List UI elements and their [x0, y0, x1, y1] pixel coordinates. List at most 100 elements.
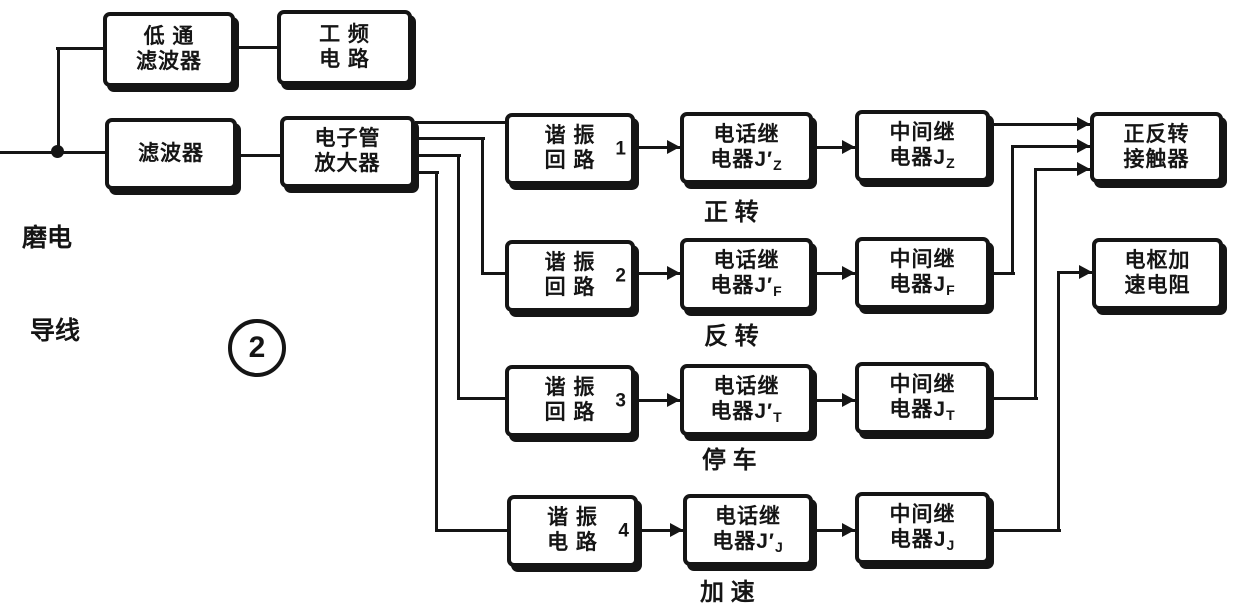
block-intermediate-relay-jt: 中间继 电器JT — [855, 362, 990, 434]
junction-dot — [51, 145, 64, 158]
block-telephone-relay-jt: 电话继 电器J′T — [680, 364, 813, 436]
block-label-line: 回 路 — [544, 149, 596, 172]
block-power-frequency-circuit: 工 频 电 路 — [277, 10, 412, 85]
block-label-line: 电器J′J — [712, 529, 784, 555]
block-label-line: 滤波器 — [138, 141, 204, 165]
wire-amp-to-resonant1 — [415, 121, 505, 124]
block-label-line: 速电阻 — [1124, 274, 1191, 297]
block-label-line: 低 通 — [143, 24, 195, 48]
wire-tel1-to-mid1 — [813, 146, 855, 149]
block-telephone-relay-jj: 电话继 电器J′J — [683, 494, 813, 566]
stage-label-accelerate: 加 速 — [700, 579, 755, 606]
block-vacuum-tube-amplifier: 电子管 放大器 — [280, 116, 415, 188]
wire-resonant3-to-tel3 — [635, 399, 680, 402]
block-label-line: 电器J′Z — [710, 147, 783, 173]
block-label-line: 谐 振 — [544, 251, 596, 275]
arrowhead-into-contactor-1 — [1077, 117, 1090, 131]
block-lowpass-filter: 低 通 滤波器 — [103, 12, 235, 87]
wire-resonant4-to-tel4 — [638, 529, 683, 532]
figure-number-circle: 2 — [228, 319, 286, 377]
wire-mid3-out — [990, 397, 1038, 400]
wire-lowpass-to-powerfreq — [235, 46, 277, 49]
wire-filter-to-amplifier — [237, 154, 280, 157]
arrowhead-into-mid4 — [842, 523, 855, 537]
block-label-line: 中间继 — [889, 372, 956, 396]
figure-number: 2 — [248, 331, 266, 364]
block-resonant-circuit-4: 谐 振 电 路 4 — [507, 495, 638, 567]
block-label-line: 电话继 — [713, 122, 780, 146]
wire-mid4-out — [990, 529, 1061, 532]
wire-resonant2-to-tel2 — [635, 272, 680, 275]
block-label-line: 中间继 — [889, 502, 956, 526]
block-number: 2 — [615, 265, 626, 287]
wire-mid3-to-contactor — [1035, 168, 1090, 171]
wire-mid2-out — [990, 272, 1015, 275]
arrowhead-into-tel4 — [670, 523, 683, 537]
wire-tel4-to-mid4 — [813, 529, 855, 532]
block-label-line: 中间继 — [889, 120, 956, 144]
block-label-line: 滤波器 — [136, 49, 202, 73]
block-label-line: 谐 振 — [544, 376, 596, 400]
block-label-line: 电子管 — [314, 127, 381, 151]
block-label-line: 电器JJ — [889, 527, 956, 553]
arrowhead-into-tel3 — [667, 393, 680, 407]
block-label-line: 电 路 — [319, 47, 370, 71]
block-label-line: 中间继 — [889, 247, 956, 271]
wire-mid2-to-contactor — [1012, 145, 1090, 148]
block-resonant-circuit-2: 谐 振 回 路 2 — [505, 240, 635, 312]
wire-amp-out4 — [415, 171, 439, 174]
arrowhead-into-mid1 — [842, 140, 855, 154]
wire-mid3-up — [1034, 168, 1037, 400]
block-label-line: 电器JF — [889, 272, 956, 298]
block-label-line: 电话继 — [715, 504, 781, 528]
wire-mid2-up — [1011, 145, 1014, 275]
block-filter: 滤波器 — [105, 118, 237, 190]
arrowhead-into-contactor-2 — [1077, 139, 1090, 153]
block-resonant-circuit-1: 谐 振 回 路 1 — [505, 113, 635, 185]
stage-label-stop: 停 车 — [702, 447, 757, 474]
wire-branch-to-lowpass — [56, 47, 103, 50]
wire-mid1-to-contactor — [990, 123, 1090, 126]
block-intermediate-relay-jz: 中间继 电器JZ — [855, 110, 990, 182]
arrowhead-into-mid2 — [842, 266, 855, 280]
block-label-line: 回 路 — [544, 401, 596, 424]
arrowhead-into-mid3 — [842, 393, 855, 407]
wire-amp-out2 — [415, 137, 485, 140]
block-label-line: 电话继 — [713, 249, 780, 273]
wire-amp-out2-down — [481, 137, 484, 275]
block-label-line: 电器JZ — [889, 145, 956, 171]
block-label-line: 谐 振 — [544, 124, 596, 148]
block-label-line: 工 频 — [319, 22, 370, 46]
block-telephone-relay-jz: 电话继 电器J′Z — [680, 112, 813, 184]
wire-mid4-to-resistor — [1058, 271, 1092, 274]
block-label-line: 谐 振 — [547, 506, 598, 530]
arrowhead-into-tel2 — [667, 266, 680, 280]
block-resonant-circuit-3: 谐 振 回 路 3 — [505, 365, 635, 437]
wire-amp-out3-down — [457, 154, 460, 400]
block-label-line: 电枢加 — [1124, 249, 1191, 273]
wire-mid4-up — [1057, 271, 1060, 532]
wire-amp-to-resonant4 — [436, 529, 507, 532]
input-source-label-line1: 磨电 — [22, 223, 73, 252]
wire-amp-out3 — [415, 154, 461, 157]
input-source-label: 磨电 导线 — [22, 160, 80, 410]
wire-amp-out4-down — [435, 171, 438, 532]
block-label-line: 电器JT — [889, 397, 956, 423]
block-intermediate-relay-jj: 中间继 电器JJ — [855, 492, 990, 564]
block-forward-reverse-contactor: 正反转 接触器 — [1090, 112, 1223, 183]
arrowhead-into-contactor-3 — [1077, 162, 1090, 176]
arrowhead-into-resistor — [1079, 265, 1092, 279]
wire-tel3-to-mid3 — [813, 399, 855, 402]
block-label-line: 回 路 — [544, 276, 596, 299]
block-label-line: 电话继 — [713, 374, 780, 398]
wire-input-branch-up — [57, 47, 60, 152]
block-label-line: 电 路 — [547, 531, 598, 554]
stage-label-forward: 正 转 — [704, 199, 759, 226]
block-intermediate-relay-jf: 中间继 电器JF — [855, 237, 990, 309]
block-label-line: 正反转 — [1123, 122, 1190, 146]
block-number: 3 — [615, 390, 626, 412]
block-number: 1 — [615, 138, 626, 160]
stage-label-reverse: 反 转 — [704, 323, 759, 350]
block-label-line: 接触器 — [1123, 147, 1190, 171]
